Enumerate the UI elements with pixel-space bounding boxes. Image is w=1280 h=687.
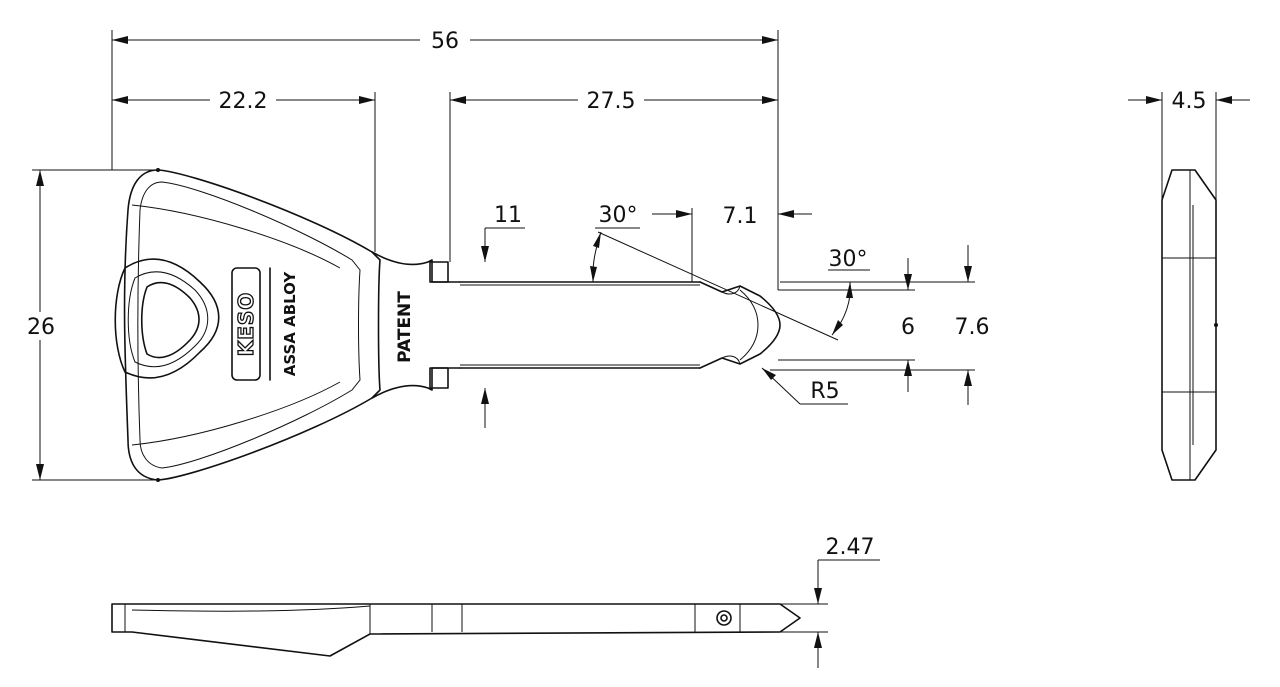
dim-label-7-6: 7.6 <box>955 315 990 340</box>
dim-outer-width: 7.6 <box>770 245 990 405</box>
key-blade <box>371 251 781 399</box>
dim-label-4-5: 4.5 <box>1172 89 1207 114</box>
dim-inner-width: 6 <box>778 258 915 392</box>
head-bevel-upper <box>131 204 341 269</box>
dim-label-7-1: 7.1 <box>723 204 758 229</box>
grip-triangle-inner <box>141 281 200 359</box>
blade-tip <box>699 281 781 369</box>
edge-view-hole-inner <box>720 614 728 622</box>
dim-label-56: 56 <box>431 29 459 54</box>
tip-notch-upper <box>721 285 741 295</box>
dim-label-22-2: 22.2 <box>219 89 268 114</box>
dim-label-2-47: 2.47 <box>826 535 875 560</box>
dim-blade-length: 27.5 <box>449 86 778 262</box>
dim-label-11: 11 <box>494 203 522 228</box>
grip-triangle-outer <box>114 258 220 379</box>
dim-label-30-upper: 30° <box>599 203 638 228</box>
side-view-centre-mark <box>1214 323 1218 327</box>
tip-notch-lower <box>721 355 741 365</box>
head-bevel-lower <box>131 381 341 446</box>
maker-marking: ASSA ABLOY <box>281 271 299 377</box>
edge-view <box>111 603 801 657</box>
key-head: KESO ASSA ABLOY PATENT <box>114 169 415 481</box>
dim-thickness: 4.5 <box>1128 89 1250 200</box>
dim-tip-radius: R5 <box>761 367 848 405</box>
dim-blade-thickness: 2.47 <box>780 535 880 668</box>
dim-label-26: 26 <box>27 315 55 340</box>
shoulder-stop-upper <box>429 261 449 283</box>
dim-label-30-lower: 30° <box>829 247 868 272</box>
dim-overall-length: 56 <box>111 26 779 290</box>
dim-tip-angle-upper: 30° <box>590 203 839 341</box>
dim-tip-angle-lower: 30° <box>780 247 870 336</box>
dim-head-height: 26 <box>22 168 160 482</box>
dim-shoulder: 11 <box>481 203 525 428</box>
dim-head-length: 22.2 <box>112 86 376 252</box>
blade-tip-inner <box>739 289 759 361</box>
edge-view-hole-outer <box>716 610 732 626</box>
side-view-outline <box>1161 169 1217 481</box>
side-view <box>1161 169 1218 481</box>
dim-tip-offset: 7.1 <box>652 204 812 282</box>
dim-label-r5: R5 <box>810 379 839 404</box>
keso-logo: KESO <box>234 292 258 357</box>
dim-label-6: 6 <box>901 315 915 340</box>
edge-view-outline <box>111 603 801 657</box>
edge-view-bevel <box>131 605 371 612</box>
grip-triangle-middle <box>127 271 209 368</box>
patent-marking: PATENT <box>395 291 415 363</box>
logo-plate <box>231 267 261 381</box>
dim-label-27-5: 27.5 <box>587 89 636 114</box>
shoulder-stop-lower <box>429 367 449 389</box>
neck-outline <box>371 251 461 399</box>
